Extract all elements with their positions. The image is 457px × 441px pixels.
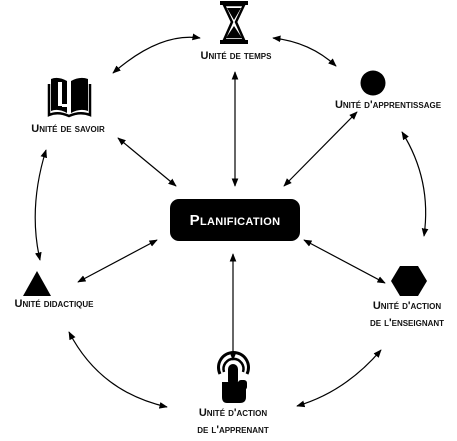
arrow-center-enseignant (303, 239, 386, 284)
node-savoir-line1: Unité de savoir (31, 123, 105, 135)
arc-apprentissage-enseignant (401, 131, 429, 237)
node-enseignant-line2: de l'enseignant (369, 317, 445, 329)
triangle-icon (23, 271, 51, 296)
arrow-center-apprentissage (283, 111, 358, 187)
arc-didactique-savoir (34, 149, 47, 261)
node-label-didactique: Unité didactique (0, 296, 108, 313)
arc-temps-apprentissage (272, 35, 337, 67)
node-apprentissage-line1: Unité d'apprentissage (334, 99, 442, 111)
touch-hand-icon (217, 351, 250, 403)
central-node-label: Planification (189, 211, 281, 229)
hourglass-icon (220, 1, 248, 44)
node-label-savoir: Unité de savoir (14, 121, 122, 138)
node-didactique-line1: Unité didactique (14, 298, 94, 310)
node-label-apprenant: Unité d'action de l'apprenant (178, 405, 288, 439)
node-label-enseignant: Unité d'action de l'enseignant (352, 298, 457, 332)
arrow-center-savoir (117, 137, 177, 187)
node-label-apprentissage: Unité d'apprentissage (318, 97, 457, 114)
circle-icon (360, 70, 386, 96)
node-enseignant-line1: Unité d'action (372, 300, 442, 312)
node-apprenant-line1: Unité d'action (198, 407, 268, 419)
hexagon-icon (391, 266, 427, 296)
node-label-temps: Unité de temps (186, 48, 286, 65)
arc-enseignant-apprenant (296, 349, 382, 408)
arc-savoir-temps (112, 33, 201, 74)
arc-apprenant-didactique (68, 331, 168, 409)
node-temps-line1: Unité de temps (200, 50, 272, 62)
book-icon (47, 77, 92, 118)
central-node: Planification (170, 199, 300, 241)
arrow-center-didactique (77, 239, 158, 283)
node-apprenant-line2: de l'apprenant (197, 424, 269, 436)
